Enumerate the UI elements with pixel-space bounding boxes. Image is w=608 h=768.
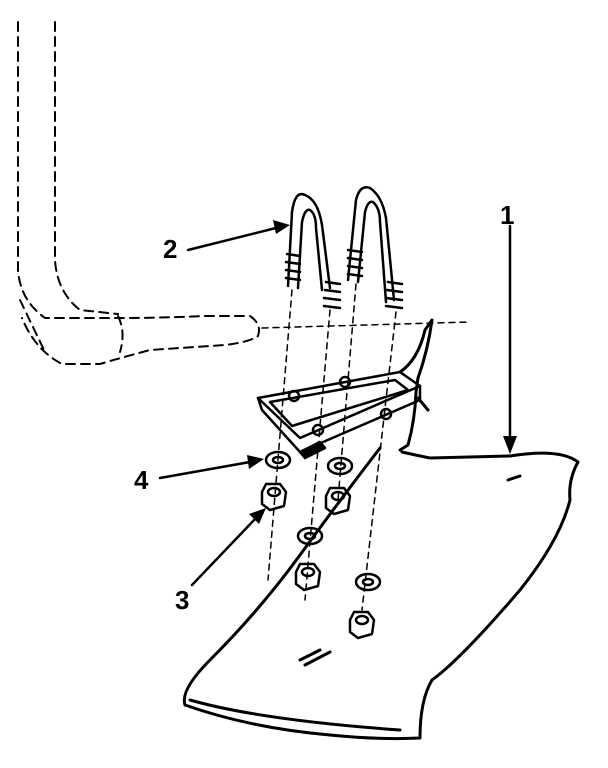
leader-arrow-4 — [158, 460, 252, 480]
alignment-lines — [261, 283, 471, 611]
arrowhead-4 — [247, 455, 264, 469]
hex-nut-b — [324, 486, 352, 516]
u-bolt-left — [284, 192, 342, 310]
shank-phantom-outline — [17, 21, 260, 365]
arrowhead-1 — [503, 436, 517, 454]
hex-nut-d — [348, 610, 376, 640]
clamp-plate — [256, 370, 422, 460]
callout-part-2: 2 — [163, 234, 178, 264]
leader-arrow-3 — [190, 516, 258, 587]
leader-arrow-2 — [186, 226, 278, 252]
callout-part-4: 4 — [134, 465, 149, 495]
arrowhead-2 — [273, 220, 290, 234]
lock-washer-b — [326, 456, 354, 476]
arrowhead-3 — [249, 508, 266, 524]
callout-part-3: 3 — [175, 585, 190, 615]
u-bolt-right — [346, 186, 404, 310]
hex-nut-c — [294, 562, 322, 592]
hex-nut-a — [260, 482, 288, 512]
sweep-blade — [182, 318, 580, 741]
lock-washer-c — [296, 526, 324, 546]
lock-washer-d — [354, 572, 382, 592]
lock-washer-a — [264, 450, 292, 470]
callout-part-1: 1 — [500, 200, 515, 230]
